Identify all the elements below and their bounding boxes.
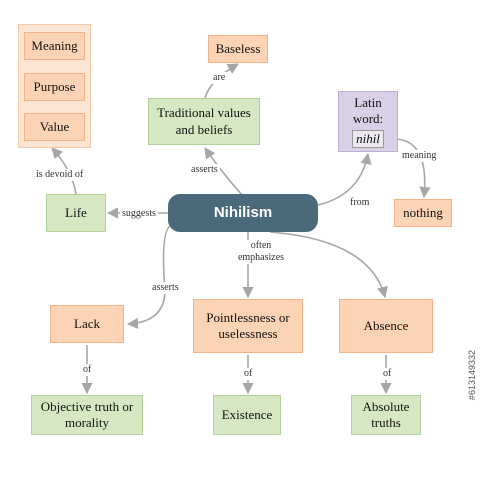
latin-term: nihil bbox=[352, 129, 384, 148]
edge-nihilism-lack bbox=[126, 224, 173, 330]
edge-label-asserts-top: asserts bbox=[189, 164, 220, 176]
edge-label-of-lack: of bbox=[81, 364, 94, 376]
node-traditional-values: Traditional values and beliefs bbox=[148, 98, 260, 145]
node-nihilism: Nihilism bbox=[168, 194, 318, 232]
edge-nihilism-traditional bbox=[204, 147, 243, 196]
node-latin-word: Latin word: nihil bbox=[338, 91, 398, 152]
edge-label-of-absence: of bbox=[381, 368, 394, 380]
edge-label-meaning: meaning bbox=[400, 150, 439, 162]
latin-word-label: Latin word: bbox=[352, 95, 384, 127]
node-lack: Lack bbox=[50, 305, 124, 343]
edge-label-asserts-left: asserts bbox=[150, 282, 181, 294]
edge-label-from: from bbox=[348, 197, 372, 209]
edge-label-is-devoid-of: is devoid of bbox=[34, 169, 86, 181]
edge-label-suggests: suggests bbox=[120, 208, 158, 220]
node-absence: Absence bbox=[339, 299, 433, 353]
node-absolute-truths: Absolute truths bbox=[351, 395, 421, 435]
node-meaning: Meaning bbox=[24, 32, 85, 60]
node-pointlessness: Pointlessness or uselessness bbox=[193, 299, 303, 353]
node-purpose: Purpose bbox=[24, 73, 85, 101]
edge-nihilism-latin bbox=[317, 152, 372, 206]
node-nothing: nothing bbox=[394, 199, 452, 227]
node-baseless: Baseless bbox=[208, 35, 268, 63]
node-value: Value bbox=[24, 113, 85, 141]
watermark-id: #613149332 bbox=[467, 349, 477, 400]
edge-nihilism-absence bbox=[269, 231, 388, 299]
edge-label-often-emphasizes: often emphasizes bbox=[234, 240, 288, 264]
node-objective-truth: Objective truth or morality bbox=[31, 395, 143, 435]
edge-label-of-pointless: of bbox=[242, 368, 255, 380]
node-life: Life bbox=[46, 194, 106, 232]
edge-label-are: are bbox=[211, 72, 228, 84]
node-existence: Existence bbox=[213, 395, 281, 435]
